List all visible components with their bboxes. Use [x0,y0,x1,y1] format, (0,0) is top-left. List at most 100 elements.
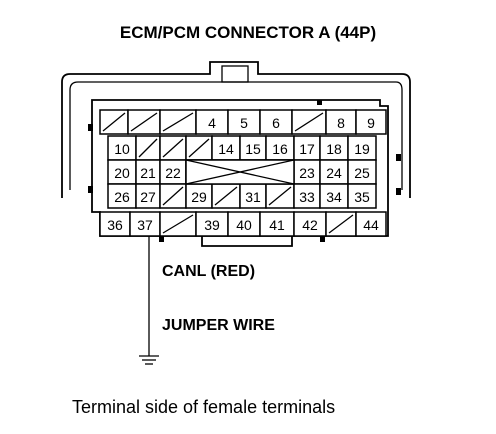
terminal-17: 17 [293,135,321,161]
terminal-cell [319,183,349,209]
terminal-number: 18 [326,141,342,157]
connector-housing [61,61,411,247]
terminal-25: 25 [347,159,377,185]
terminal-20: 20 [107,159,137,185]
terminal-number: 36 [107,217,123,233]
terminal-unused [159,211,197,237]
terminal-number: 37 [137,217,153,233]
terminal-cell [195,109,229,135]
terminal-44: 44 [355,211,387,237]
terminal-cell [227,109,261,135]
terminal-unused [185,135,213,161]
terminal-number: 15 [245,141,261,157]
terminal-unused [159,183,187,209]
terminal-number: 16 [272,141,288,157]
terminal-33: 33 [293,183,321,209]
terminal-cell [107,135,137,161]
terminal-40: 40 [227,211,261,237]
terminal-19: 19 [347,135,377,161]
key-top [317,100,322,105]
terminal-number: 29 [191,189,207,205]
terminal-number: 6 [272,115,280,131]
unused-slash [162,186,184,206]
diagram-caption: Terminal side of female terminals [72,397,335,417]
key-right-bottom [396,188,401,195]
terminal-cell [355,109,387,135]
terminal-number: 19 [354,141,370,157]
terminal-14: 14 [211,135,241,161]
diagram-title: ECM/PCM CONNECTOR A (44P) [120,23,376,42]
terminal-cell [293,211,327,237]
terminal-number: 42 [302,217,318,233]
terminal-number: 21 [140,165,156,181]
terminal-number: 31 [245,189,261,205]
terminal-number: 9 [367,115,375,131]
terminal-number: 10 [114,141,130,157]
terminal-unused [265,183,295,209]
key-right-mid [396,154,401,161]
terminal-cell [355,211,387,237]
terminal-41: 41 [259,211,295,237]
unused-slash [328,214,354,234]
terminal-cell [293,183,321,209]
jumper-wire-label: JUMPER WIRE [162,317,275,334]
terminal-number: 24 [326,165,342,181]
key-left-top [88,124,93,131]
terminal-unused [325,211,357,237]
terminal-number: 27 [140,189,156,205]
terminal-unused [159,109,197,135]
terminal-number: 34 [326,189,342,205]
key-bottom-left [159,236,164,242]
blocked-diagonal-2 [185,159,295,185]
terminal-number: 22 [165,165,181,181]
terminal-number: 40 [236,217,252,233]
key-bottom-right [320,236,325,242]
unused-slash [102,112,126,132]
terminal-cell [325,109,357,135]
terminal-35: 35 [347,183,377,209]
terminal-15: 15 [239,135,267,161]
terminal-cell [135,183,161,209]
terminal-23: 23 [293,159,321,185]
wire-color-label: CANL (RED) [162,263,255,280]
housing-latch [221,65,249,83]
terminal-number: 14 [218,141,234,157]
terminal-cell [239,135,267,161]
terminal-number: 17 [299,141,315,157]
terminal-number: 39 [204,217,220,233]
terminal-unused [127,109,161,135]
terminal-cell [129,211,161,237]
unused-slash [130,112,158,132]
terminal-cell [259,211,295,237]
terminal-number: 33 [299,189,315,205]
jumper-wire [139,236,159,365]
terminal-27: 27 [135,183,161,209]
unused-slash [138,138,158,158]
terminal-number: 8 [337,115,345,131]
terminal-cell [347,135,377,161]
terminal-number: 35 [354,189,370,205]
terminal-16: 16 [265,135,295,161]
terminal-number: 4 [208,115,216,131]
terminal-number: 23 [299,165,315,181]
terminal-34: 34 [319,183,349,209]
terminal-cell [259,109,293,135]
unused-slash [162,112,194,132]
terminal-8: 8 [325,109,357,135]
terminal-6: 6 [259,109,293,135]
terminal-number: 44 [363,217,379,233]
terminal-cell [227,211,261,237]
terminal-26: 26 [107,183,137,209]
terminal-31: 31 [239,183,267,209]
terminal-number: 41 [269,217,285,233]
terminal-cell [239,183,267,209]
terminal-10: 10 [107,135,137,161]
terminal-22: 22 [159,159,187,185]
unused-slash [294,112,324,132]
terminal-unused [135,135,161,161]
key-left-bottom [88,186,93,193]
terminal-number: 25 [354,165,370,181]
